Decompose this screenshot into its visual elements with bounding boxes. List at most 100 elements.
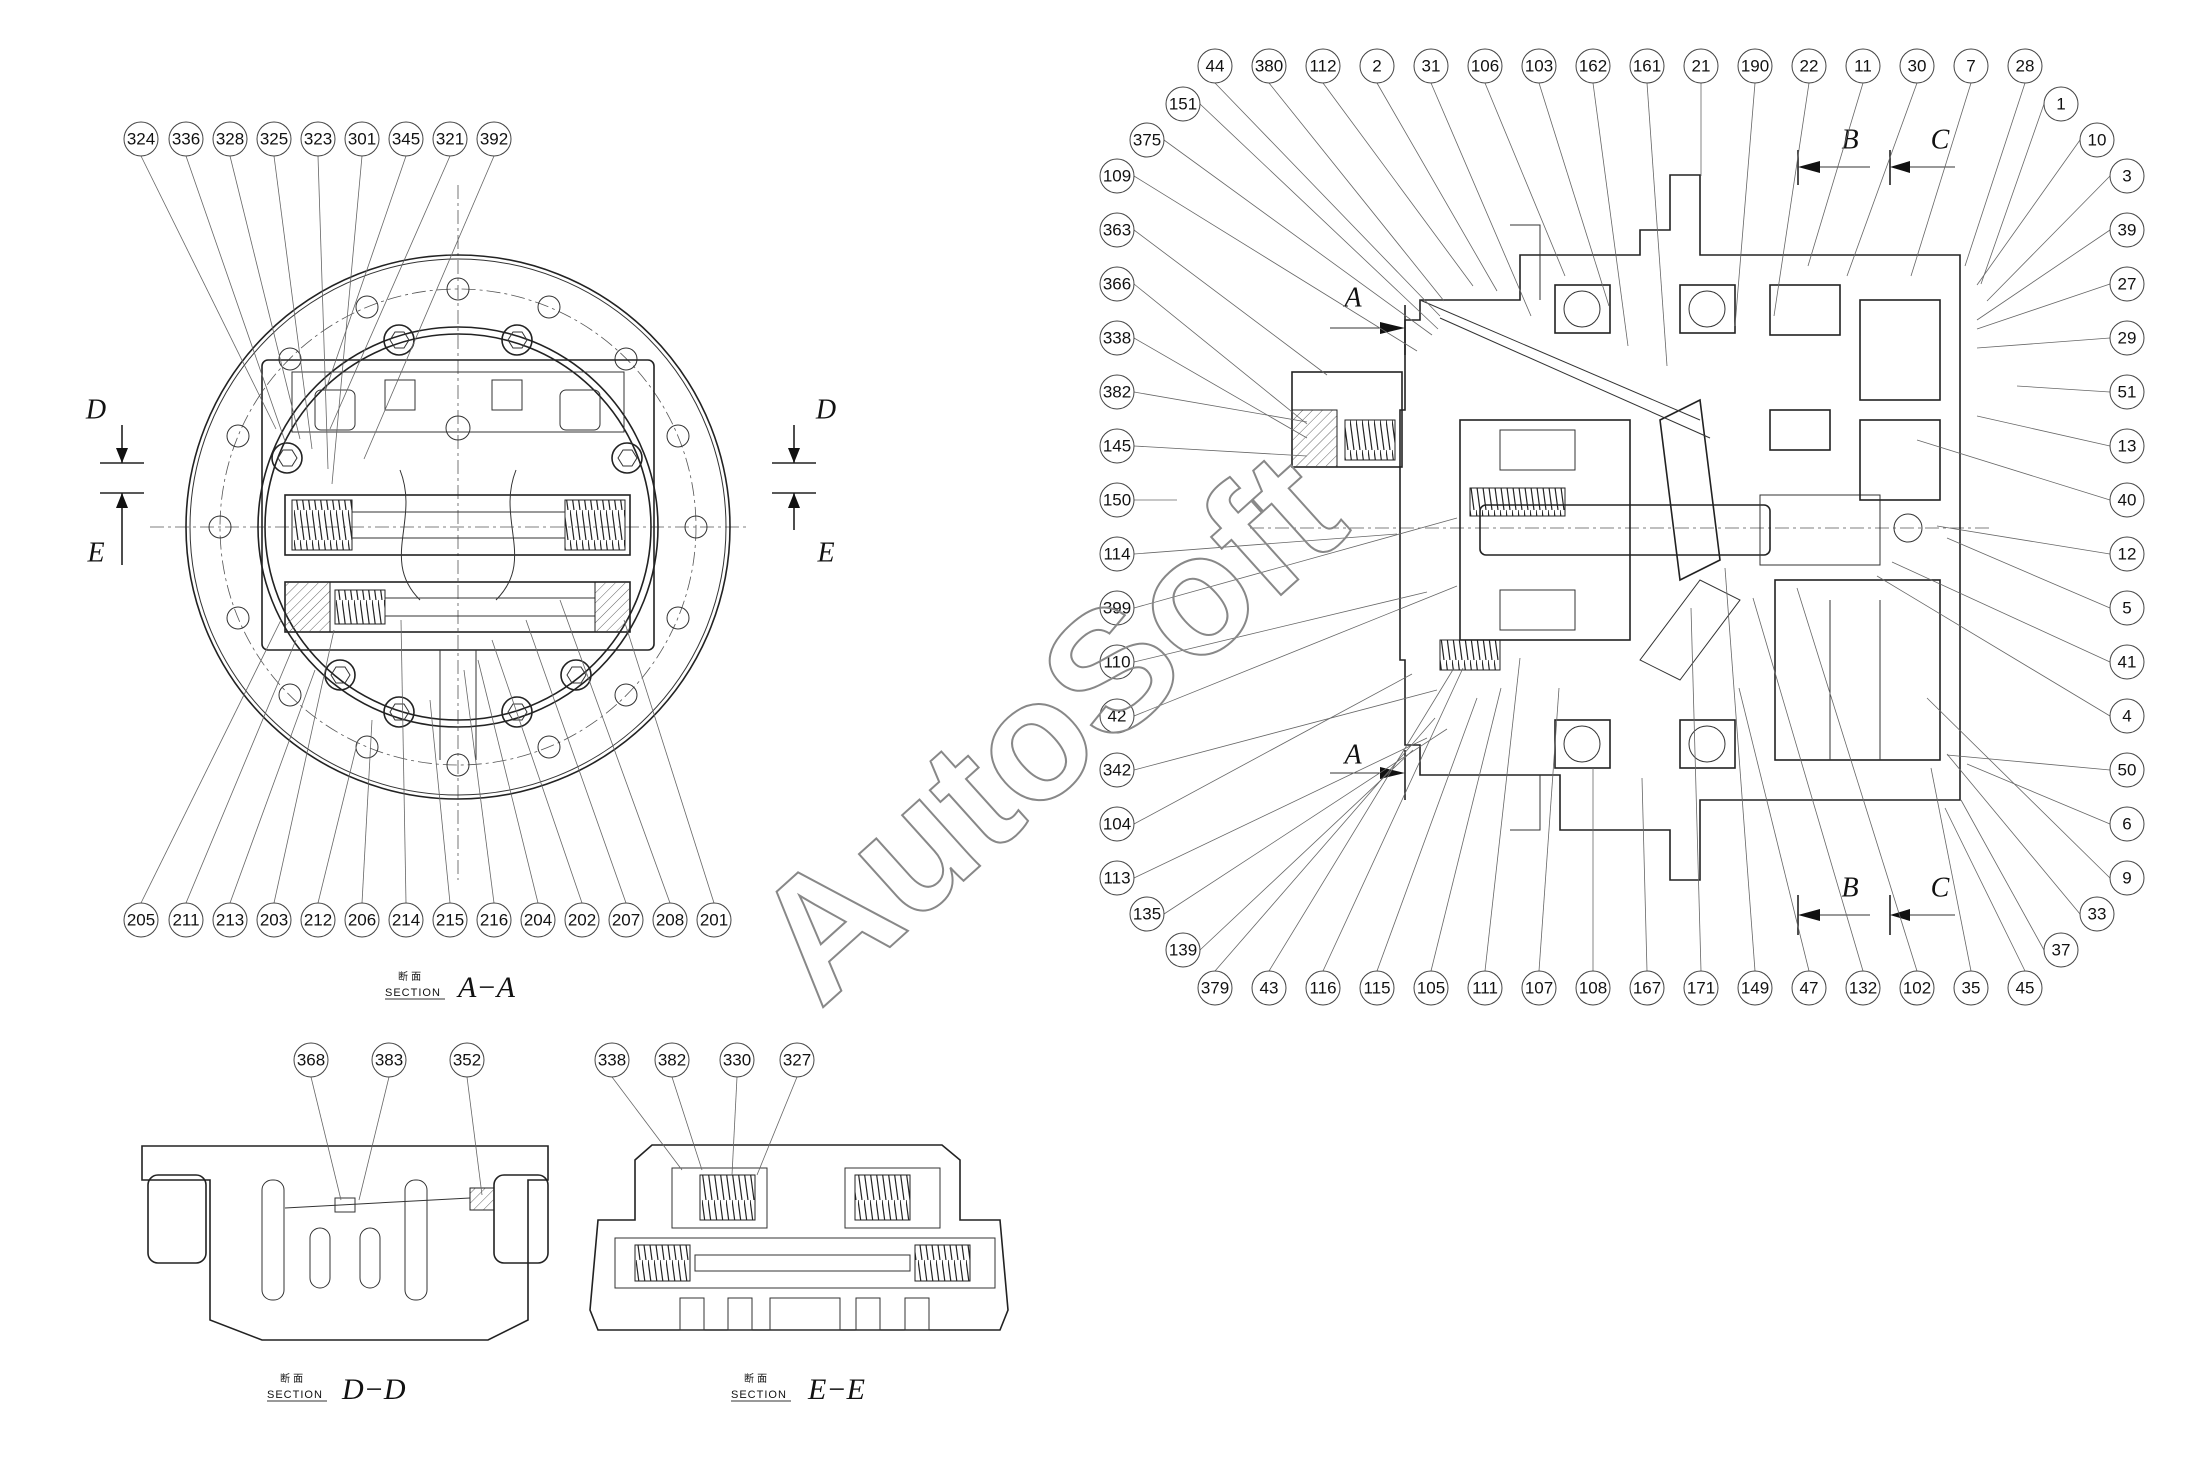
main-section-view (1250, 174, 1990, 881)
svg-text:207: 207 (612, 911, 640, 930)
svg-text:171: 171 (1687, 979, 1715, 998)
svg-text:5: 5 (2122, 599, 2131, 618)
svg-text:4: 4 (2122, 707, 2131, 726)
svg-text:382: 382 (658, 1051, 686, 1070)
svg-text:383: 383 (375, 1051, 403, 1070)
svg-text:1: 1 (2056, 95, 2065, 114)
svg-text:SECTION: SECTION (385, 987, 441, 999)
svg-text:336: 336 (172, 130, 200, 149)
svg-text:213: 213 (216, 911, 244, 930)
svg-text:204: 204 (524, 911, 552, 930)
svg-text:113: 113 (1103, 869, 1130, 888)
svg-text:375: 375 (1133, 131, 1161, 150)
svg-text:29: 29 (2118, 329, 2137, 348)
section-ee-view (589, 1144, 1009, 1331)
svg-text:断 面: 断 面 (744, 1372, 767, 1385)
svg-text:214: 214 (392, 911, 420, 930)
svg-text:40: 40 (2118, 491, 2137, 510)
section-dd-title: 断 面 SECTION D−D (267, 1372, 406, 1406)
flange-bolt-holes (208, 277, 708, 777)
svg-text:212: 212 (304, 911, 332, 930)
svg-text:断 面: 断 面 (398, 970, 421, 983)
inner-hex-bolts (271, 324, 643, 728)
section-ee-callouts: 338 382 330 327 (594, 1042, 815, 1176)
svg-text:368: 368 (297, 1051, 325, 1070)
svg-text:27: 27 (2118, 275, 2137, 294)
svg-text:2: 2 (1372, 57, 1381, 76)
section-aa-callouts: 324 336 328 325 323 301 345 321 392 205 … (123, 121, 732, 938)
svg-text:338: 338 (1103, 329, 1131, 348)
svg-text:203: 203 (260, 911, 288, 930)
svg-text:211: 211 (172, 911, 199, 930)
svg-text:162: 162 (1579, 57, 1607, 76)
svg-text:215: 215 (436, 911, 464, 930)
svg-text:21: 21 (1692, 57, 1711, 76)
svg-text:103: 103 (1525, 57, 1553, 76)
svg-text:321: 321 (436, 130, 464, 149)
svg-text:328: 328 (216, 130, 244, 149)
svg-text:109: 109 (1103, 167, 1131, 186)
svg-text:107: 107 (1525, 979, 1553, 998)
svg-text:301: 301 (348, 130, 376, 149)
svg-text:7: 7 (1966, 57, 1975, 76)
svg-text:C: C (1931, 873, 1950, 904)
section-aa-view (150, 185, 750, 880)
svg-text:42: 42 (1108, 707, 1127, 726)
svg-text:102: 102 (1903, 979, 1931, 998)
section-dd-callouts: 368 383 352 (293, 1042, 485, 1201)
section-dd-view (141, 1145, 549, 1341)
svg-text:D: D (85, 395, 106, 426)
svg-text:9: 9 (2122, 869, 2131, 888)
svg-text:28: 28 (2016, 57, 2035, 76)
svg-text:A: A (1342, 740, 1362, 771)
svg-text:366: 366 (1103, 275, 1131, 294)
svg-text:382: 382 (1103, 383, 1131, 402)
svg-text:104: 104 (1103, 815, 1131, 834)
svg-text:201: 201 (700, 911, 728, 930)
svg-text:151: 151 (1169, 95, 1197, 114)
svg-text:33: 33 (2088, 905, 2107, 924)
svg-text:44: 44 (1206, 57, 1225, 76)
svg-text:E: E (86, 538, 104, 569)
svg-text:363: 363 (1103, 221, 1131, 240)
svg-text:10: 10 (2088, 131, 2107, 150)
svg-text:断 面: 断 面 (280, 1372, 303, 1385)
svg-text:108: 108 (1579, 979, 1607, 998)
svg-text:37: 37 (2052, 941, 2071, 960)
svg-text:SECTION: SECTION (267, 1389, 323, 1401)
svg-text:22: 22 (1800, 57, 1819, 76)
svg-text:139: 139 (1169, 941, 1197, 960)
svg-text:43: 43 (1260, 979, 1279, 998)
svg-text:205: 205 (127, 911, 155, 930)
svg-text:132: 132 (1849, 979, 1877, 998)
svg-text:13: 13 (2118, 437, 2137, 456)
svg-text:338: 338 (598, 1051, 626, 1070)
svg-text:145: 145 (1103, 437, 1131, 456)
svg-text:11: 11 (1854, 57, 1872, 76)
svg-text:380: 380 (1255, 57, 1283, 76)
svg-text:A−A: A−A (456, 971, 516, 1004)
svg-text:41: 41 (2118, 653, 2137, 672)
svg-text:149: 149 (1741, 979, 1769, 998)
svg-text:A: A (1342, 283, 1362, 314)
svg-text:114: 114 (1103, 545, 1130, 564)
svg-text:SECTION: SECTION (731, 1389, 787, 1401)
svg-text:342: 342 (1103, 761, 1131, 780)
svg-text:116: 116 (1309, 979, 1336, 998)
svg-text:106: 106 (1471, 57, 1499, 76)
svg-text:323: 323 (304, 130, 332, 149)
svg-text:150: 150 (1103, 491, 1131, 510)
svg-text:B: B (1841, 125, 1858, 156)
svg-text:324: 324 (127, 130, 155, 149)
svg-text:392: 392 (480, 130, 508, 149)
svg-text:E−E: E−E (807, 1373, 865, 1406)
svg-text:B: B (1841, 873, 1858, 904)
section-ee-title: 断 面 SECTION E−E (731, 1372, 865, 1406)
svg-text:327: 327 (783, 1051, 811, 1070)
svg-text:6: 6 (2122, 815, 2131, 834)
watermark: AutoSoft (718, 416, 1378, 1037)
svg-text:115: 115 (1363, 979, 1390, 998)
svg-text:45: 45 (2016, 979, 2035, 998)
svg-text:35: 35 (1962, 979, 1981, 998)
main-cut-markers: A A B C B C (1330, 125, 1955, 935)
